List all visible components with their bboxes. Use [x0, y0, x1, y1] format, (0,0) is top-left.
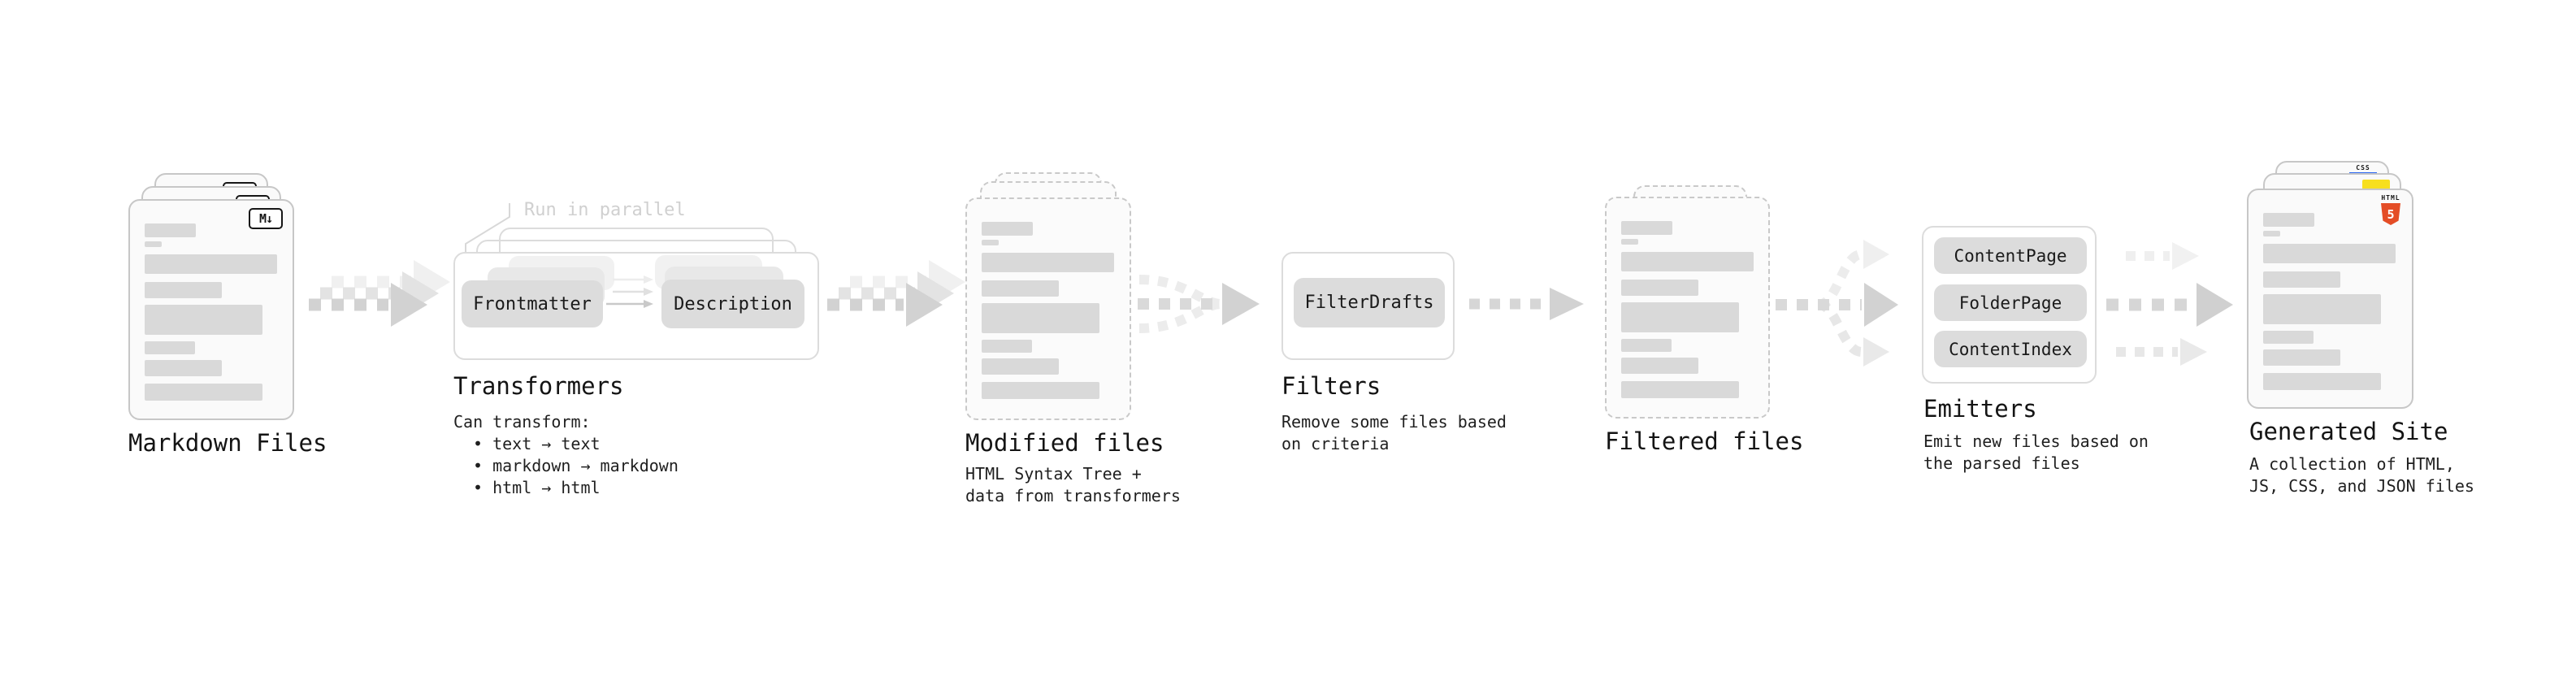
skeleton-bar	[982, 303, 1099, 333]
skeleton-bar	[2263, 231, 2280, 236]
skeleton-bar	[1621, 221, 1672, 235]
filters-title: Filters	[1281, 372, 1381, 400]
filters-desc-line: on criteria	[1281, 434, 1390, 453]
arrow-filtered-to-emitters-icon	[1776, 240, 1898, 367]
generated-site-desc-line: JS, CSS, and JSON files	[2249, 476, 2474, 496]
filtered-files-label: Filtered files	[1605, 427, 1804, 455]
skeleton-bar	[145, 360, 222, 376]
skeleton-bar	[1621, 302, 1739, 332]
generated-site-stack: CSS HTML 5	[2247, 161, 2416, 411]
emitters-desc-line: the parsed files	[1923, 453, 2080, 473]
document-skeleton-lines	[1621, 198, 1754, 414]
modified-files-stack	[965, 159, 1133, 423]
filtered-files-stack	[1605, 174, 1772, 422]
filters-description: Remove some files based on criteria	[1281, 411, 1507, 455]
generated-site-description: A collection of HTML, JS, CSS, and JSON …	[2249, 453, 2474, 497]
description-pill: Description	[661, 280, 804, 328]
markdown-files-stack: M↓ M↓ M↓	[128, 159, 301, 423]
html-document-front: HTML 5	[2247, 189, 2413, 409]
transformers-title: Transformers	[453, 372, 624, 400]
skeleton-bar	[1621, 358, 1698, 374]
modified-files-label: Modified files	[965, 429, 1164, 457]
arrow-emitters-to-generated-icon	[2106, 242, 2233, 366]
skeleton-bar	[982, 280, 1059, 297]
contentpage-pill: ContentPage	[1934, 237, 2087, 274]
skeleton-bar	[2263, 373, 2381, 390]
skeleton-bar	[982, 253, 1114, 272]
html5-icon: HTML 5	[2380, 195, 2401, 225]
skeleton-bar	[145, 223, 196, 237]
modified-files-description: HTML Syntax Tree + data from transformer…	[965, 463, 1181, 507]
skeleton-bar	[145, 384, 262, 401]
document-skeleton-lines	[2263, 190, 2397, 404]
emitters-title: Emitters	[1923, 395, 2037, 423]
transformers-bullet: • markdown → markdown	[473, 456, 679, 475]
skeleton-bar	[1621, 239, 1638, 245]
transformers-desc-heading: Can transform:	[453, 412, 591, 432]
arrow-transformers-to-modified-icon	[827, 260, 965, 327]
html5-icon-shield: 5	[2381, 203, 2400, 225]
folderpage-pill: FolderPage	[1934, 284, 2087, 321]
modified-files-desc-line: HTML Syntax Tree +	[965, 464, 1142, 484]
html5-icon-label: HTML	[2381, 194, 2400, 202]
markdown-files-label: Markdown Files	[128, 429, 327, 457]
arrow-markdown-to-transformers-icon	[309, 260, 450, 327]
skeleton-bar	[145, 305, 262, 335]
skeleton-bar	[145, 241, 162, 247]
filterdrafts-pill: FilterDrafts	[1294, 278, 1445, 327]
arrow-modified-to-filters-icon	[1138, 275, 1260, 333]
frontmatter-pill: Frontmatter	[462, 280, 603, 327]
transformers-description: Can transform: • text → text • markdown …	[453, 411, 679, 499]
skeleton-bar	[2263, 349, 2340, 366]
skeleton-bar	[2263, 331, 2314, 344]
emitters-description: Emit new files based on the parsed files	[1923, 431, 2149, 475]
skeleton-bar	[982, 382, 1099, 399]
run-in-parallel-annotation: Run in parallel	[524, 200, 686, 220]
generated-site-desc-line: A collection of HTML,	[2249, 454, 2455, 474]
filters-desc-line: Remove some files based	[1281, 412, 1507, 432]
modified-document-front	[965, 197, 1131, 420]
skeleton-bar	[982, 240, 999, 245]
transformers-bullet: • text → text	[473, 434, 601, 453]
skeleton-bar	[145, 254, 277, 274]
skeleton-bar	[982, 222, 1033, 236]
skeleton-bar	[1621, 339, 1672, 352]
skeleton-bar	[1621, 280, 1698, 296]
skeleton-bar	[145, 282, 222, 298]
skeleton-bar	[1621, 252, 1754, 271]
skeleton-bar	[982, 358, 1059, 375]
skeleton-bar	[2263, 294, 2381, 324]
document-skeleton-lines	[982, 199, 1115, 415]
skeleton-bar	[1621, 381, 1739, 398]
modified-files-desc-line: data from transformers	[965, 486, 1181, 505]
document-skeleton-lines	[145, 201, 278, 415]
transformers-bullet: • html → html	[473, 478, 601, 497]
markdown-icon: M↓	[249, 208, 283, 229]
skeleton-bar	[2263, 244, 2396, 263]
skeleton-bar	[2263, 271, 2340, 288]
contentindex-pill: ContentIndex	[1934, 331, 2087, 367]
arrow-filters-to-filtered-icon	[1469, 288, 1584, 320]
generated-site-label: Generated Site	[2249, 418, 2448, 445]
markdown-document-front: M↓	[128, 199, 294, 420]
run-in-parallel-connector-icon	[465, 203, 510, 257]
skeleton-bar	[145, 341, 195, 354]
skeleton-bar	[2263, 213, 2314, 227]
emitters-desc-line: Emit new files based on	[1923, 432, 2149, 451]
pill-flow-arrows-icon	[606, 275, 653, 308]
filtered-document-front	[1605, 197, 1770, 419]
css-icon-label: CSS	[2356, 164, 2370, 171]
skeleton-bar	[982, 340, 1032, 353]
